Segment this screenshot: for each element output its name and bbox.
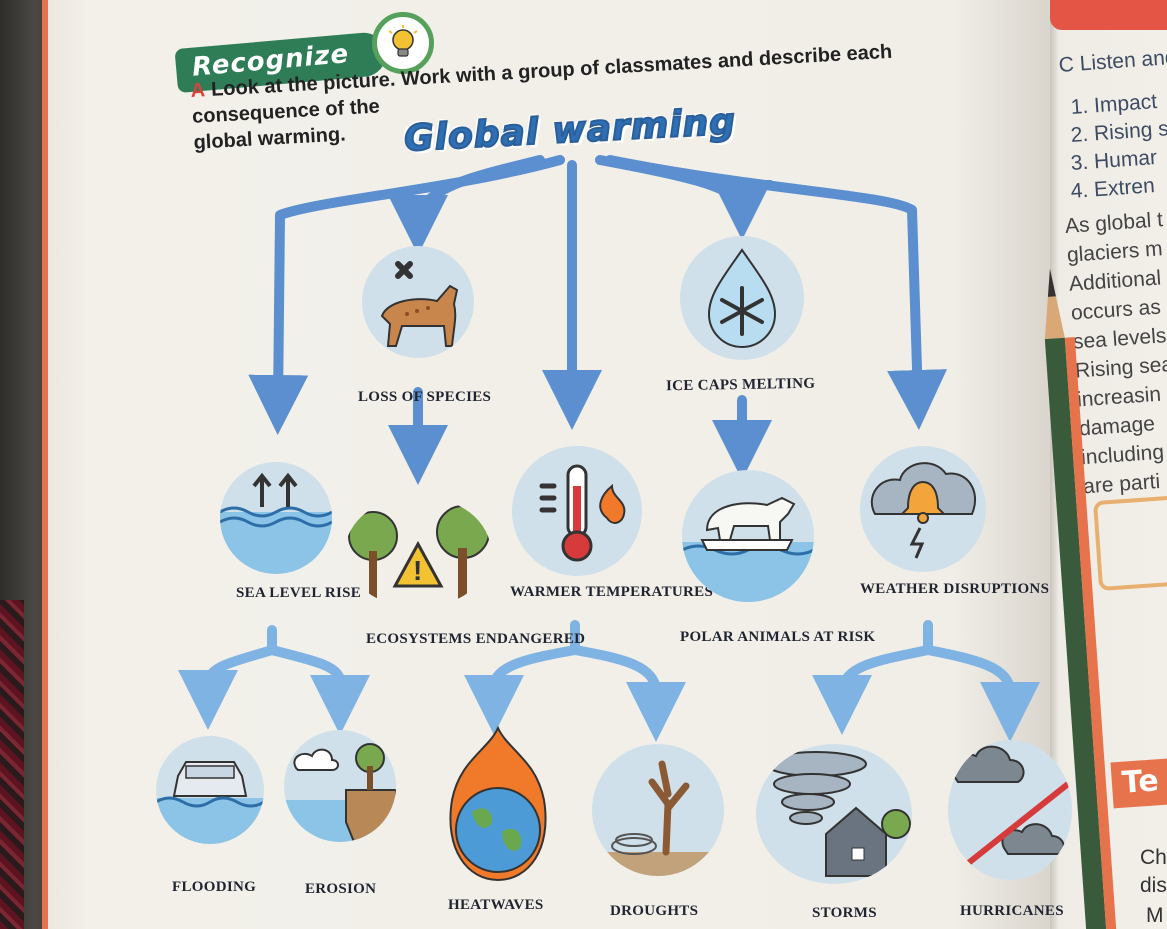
bottom-line-3: M [1146, 904, 1164, 927]
dead-tree-icon [592, 760, 724, 876]
arrows-up-water-icon [220, 472, 332, 574]
flooded-car-icon [156, 761, 264, 844]
storms-circle [756, 744, 912, 884]
svg-text:!: ! [413, 555, 422, 586]
cloud-trend-icon [950, 745, 1070, 879]
polar-bear-icon [682, 496, 814, 602]
cliff-erosion-icon [284, 743, 396, 842]
thermometer-fire-icon [539, 464, 626, 562]
label-droughts: DROUGHTS [610, 903, 699, 919]
droughts-circle [592, 744, 724, 876]
weather-circle [860, 446, 986, 572]
erosion-circle [284, 730, 396, 842]
arrow-weather-to-storms [812, 620, 933, 735]
flooding-circle [156, 736, 264, 844]
pencil [1030, 266, 1139, 929]
right-page-tab [1050, 0, 1167, 30]
label-sea-level-rise: SEA LEVEL RISE [236, 585, 362, 601]
bottom-line-2: dis [1140, 874, 1167, 897]
label-heatwaves: HEATWAVES [448, 897, 544, 913]
label-hurricanes: HURRICANES [960, 903, 1064, 919]
loss-of-species-circle [362, 246, 474, 358]
label-ecosystems-endangered: ECOSYSTEMS ENDANGERED [366, 631, 586, 647]
ecosystems-circle: ! [345, 496, 491, 608]
label-flooding: FLOODING [172, 879, 257, 895]
arrow-sea-to-flooding [178, 625, 277, 730]
heatwaves-circle [440, 720, 556, 890]
arrow-to-loss-species [388, 155, 545, 255]
lynx-icon [380, 261, 459, 347]
label-ice-caps-melting: ICE CAPS MELTING [665, 375, 816, 395]
label-loss-of-species: LOSS OF SPECIES [358, 389, 492, 405]
fabric-corner [0, 600, 24, 929]
arrow-weather-to-hurricanes [923, 645, 1040, 742]
snowflake-drop-icon [707, 248, 777, 348]
ice-caps-circle [680, 236, 804, 360]
sea-level-circle [220, 462, 332, 574]
text-section-badge: Te [1110, 757, 1167, 809]
label-weather-disruptions: WEATHER DISRUPTIONS [860, 581, 1050, 597]
label-erosion: EROSION [305, 881, 377, 897]
label-storms: STORMS [812, 905, 877, 921]
storm-bell-icon [870, 462, 977, 559]
arrow-warmer-to-heatwaves [464, 620, 580, 735]
polar-circle [682, 470, 814, 602]
label-polar-animals-at-risk: POLAR ANIMALS AT RISK [680, 629, 876, 645]
bottom-line-1: Ch [1140, 846, 1167, 869]
burning-earth-icon [449, 725, 547, 882]
label-warmer-temperatures: WARMER TEMPERATURES [510, 584, 714, 600]
trees-warning-icon: ! [348, 505, 490, 602]
arrow-warmer-to-droughts [570, 645, 686, 742]
hurricanes-circle [948, 740, 1072, 880]
tornado-house-icon [765, 751, 911, 877]
warmer-circle [512, 446, 642, 576]
arrow-to-weather [605, 155, 948, 430]
lightbulb-icon [372, 12, 434, 74]
arrow-sea-to-erosion [267, 645, 370, 735]
